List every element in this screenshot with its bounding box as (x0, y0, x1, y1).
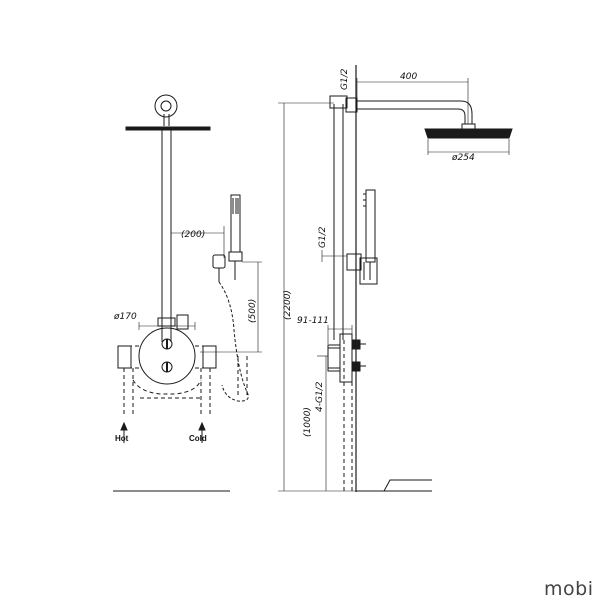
slider-thread-dimension: G1/2 (318, 226, 328, 248)
front-view (113, 94, 262, 492)
arm-length-dimension: 400 (400, 72, 417, 82)
side-floor-drain (383, 479, 432, 492)
hot-inlet-label: Hot (115, 434, 129, 443)
front-hand-holder (228, 251, 243, 262)
front-hose (218, 281, 249, 402)
front-hose-outlet (212, 254, 226, 269)
front-arm-flange-inner (160, 100, 172, 112)
side-shower-head (424, 128, 513, 139)
front-arm-flange (154, 94, 178, 118)
side-concealed-valve (339, 333, 353, 383)
front-shower-head (125, 126, 211, 131)
valve-thread-dimension: 4-G1/2 (315, 381, 325, 412)
side-hand-shower (365, 189, 376, 263)
valve-height-dimension: (1000) (303, 407, 313, 437)
brand-logo: mobi (544, 578, 594, 600)
hand-offset-dimension: (200) (181, 230, 205, 240)
arm-thread-dimension: G1/2 (340, 68, 350, 90)
cold-inlet-label: Cold (189, 434, 207, 443)
hand-height-dimension: (500) (248, 299, 258, 323)
hot-inlet-arrow-icon (120, 421, 128, 431)
cold-inlet-arrow-icon (198, 421, 206, 431)
front-concealed-piping (123, 345, 248, 414)
head-diameter-dimension: ø254 (451, 153, 475, 163)
valve-depth-dimension: 91-111 (297, 316, 329, 326)
total-height-dimension: (2200) (283, 290, 293, 320)
side-view (278, 65, 513, 492)
valve-plate-diameter-dimension: ø170 (113, 312, 137, 322)
front-valve-plate (138, 327, 196, 385)
